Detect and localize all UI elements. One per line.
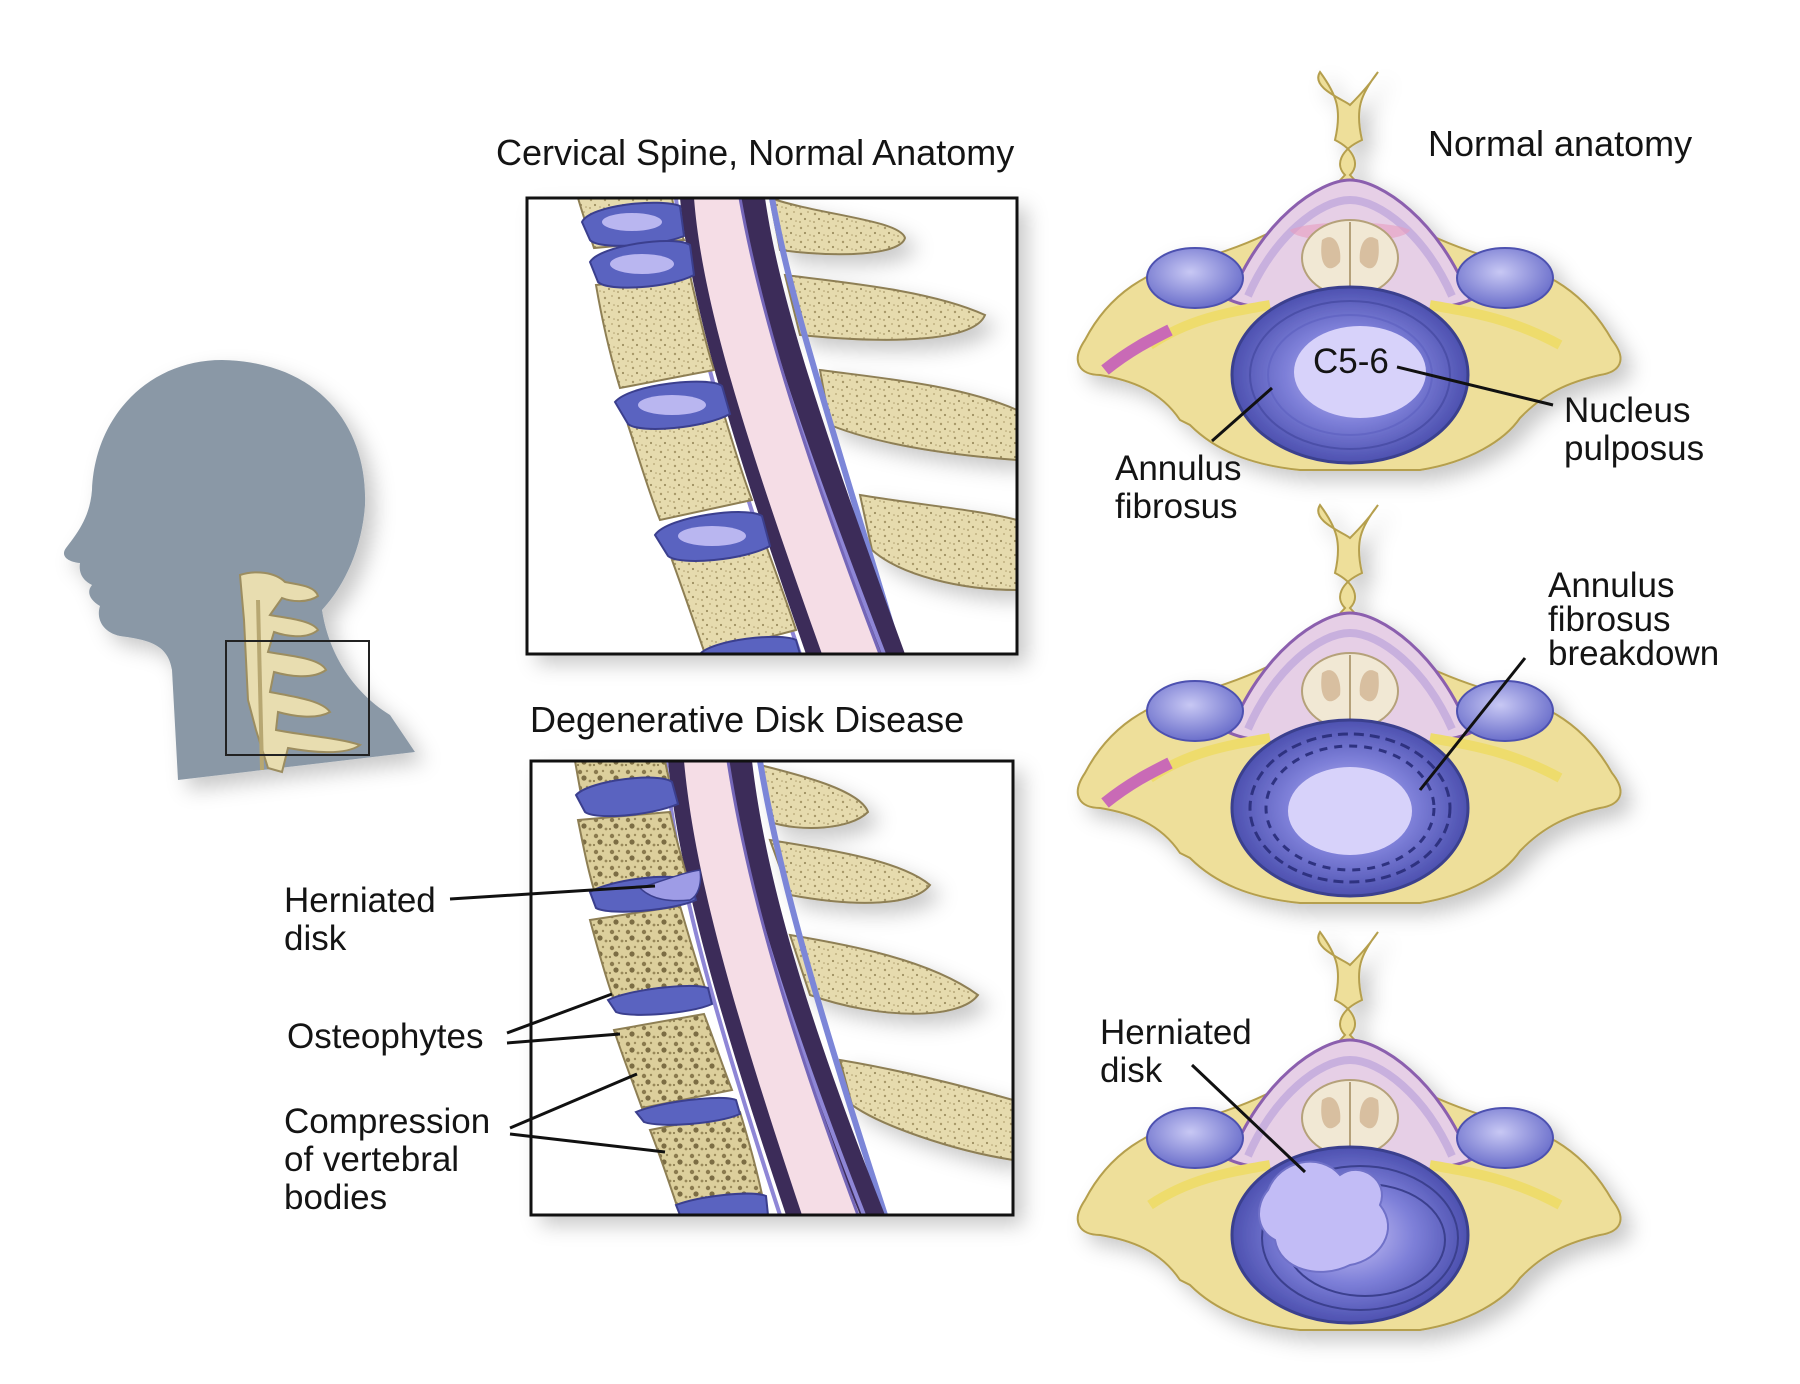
axial-normal-anatomy: [1076, 70, 1622, 471]
axial-disk-breakdown: [1230, 718, 1470, 898]
spinous-processes-degenerative: [758, 763, 1013, 1162]
facet-joint-left: [1146, 247, 1244, 309]
title-normal-anatomy-axial: Normal anatomy: [1428, 123, 1693, 164]
label-herniated-line1: Herniated: [284, 881, 436, 920]
label-compression-line2: of vertebral: [284, 1140, 460, 1179]
facet-joint-right: [1456, 247, 1554, 309]
label-nucleus-line2: pulposus: [1564, 429, 1705, 468]
label-annulus-line1: Annulus: [1115, 449, 1242, 488]
degenerative-sagittal-panel: [529, 759, 1015, 1217]
title-degenerative-disk-disease: Degenerative Disk Disease: [530, 699, 965, 740]
label-nucleus-pulposus: Nucleus pulposus: [1564, 392, 1704, 468]
neck-spine-illustration: [225, 571, 370, 774]
axial-herniated: [1076, 930, 1622, 1331]
spinous-processes-normal: [768, 198, 1017, 592]
label-c5-6: C5-6: [1313, 342, 1389, 381]
axial-annulus-breakdown: [1076, 503, 1622, 904]
label-breakdown-line3: breakdown: [1548, 634, 1720, 673]
label-nucleus-line1: Nucleus: [1564, 391, 1691, 430]
leader-lines: [449, 365, 1554, 1174]
spinal-cord-normal: [1301, 219, 1399, 297]
label-compression-vertebral-bodies: Compression of vertebral bodies: [284, 1103, 490, 1217]
label-herniated-line2: disk: [284, 919, 347, 958]
axial-disk-herniated: [1230, 1145, 1470, 1325]
label-annulus-fibrosus: Annulus fibrosus: [1115, 450, 1241, 526]
label-osteophytes: Osteophytes: [287, 1017, 484, 1056]
axial-disk-normal: [1230, 285, 1470, 465]
label-compression-line3: bodies: [284, 1178, 388, 1217]
label-herniated-axial-line1: Herniated: [1100, 1013, 1252, 1052]
label-annulus-fibrosus-breakdown: Annulus fibrosus breakdown: [1548, 566, 1720, 673]
label-breakdown-line2: fibrosus: [1548, 600, 1671, 639]
label-annulus-line2: fibrosus: [1115, 487, 1238, 526]
neck-zoom-box: [225, 640, 370, 756]
normal-sagittal-panel: [525, 196, 1019, 656]
title-normal-anatomy-sagittal: Cervical Spine, Normal Anatomy: [496, 132, 1015, 173]
head-silhouette: [63, 360, 415, 780]
intervertebral-disks-degenerative: [574, 776, 770, 1215]
label-herniated-disk-axial: Herniated disk: [1100, 1014, 1252, 1090]
label-compression-line1: Compression: [284, 1102, 491, 1141]
label-herniated-disk-sagittal: Herniated disk: [284, 882, 436, 958]
label-breakdown-line1: Annulus: [1548, 566, 1675, 605]
intervertebral-disks-normal: [580, 201, 802, 654]
label-herniated-axial-line2: disk: [1100, 1051, 1163, 1090]
